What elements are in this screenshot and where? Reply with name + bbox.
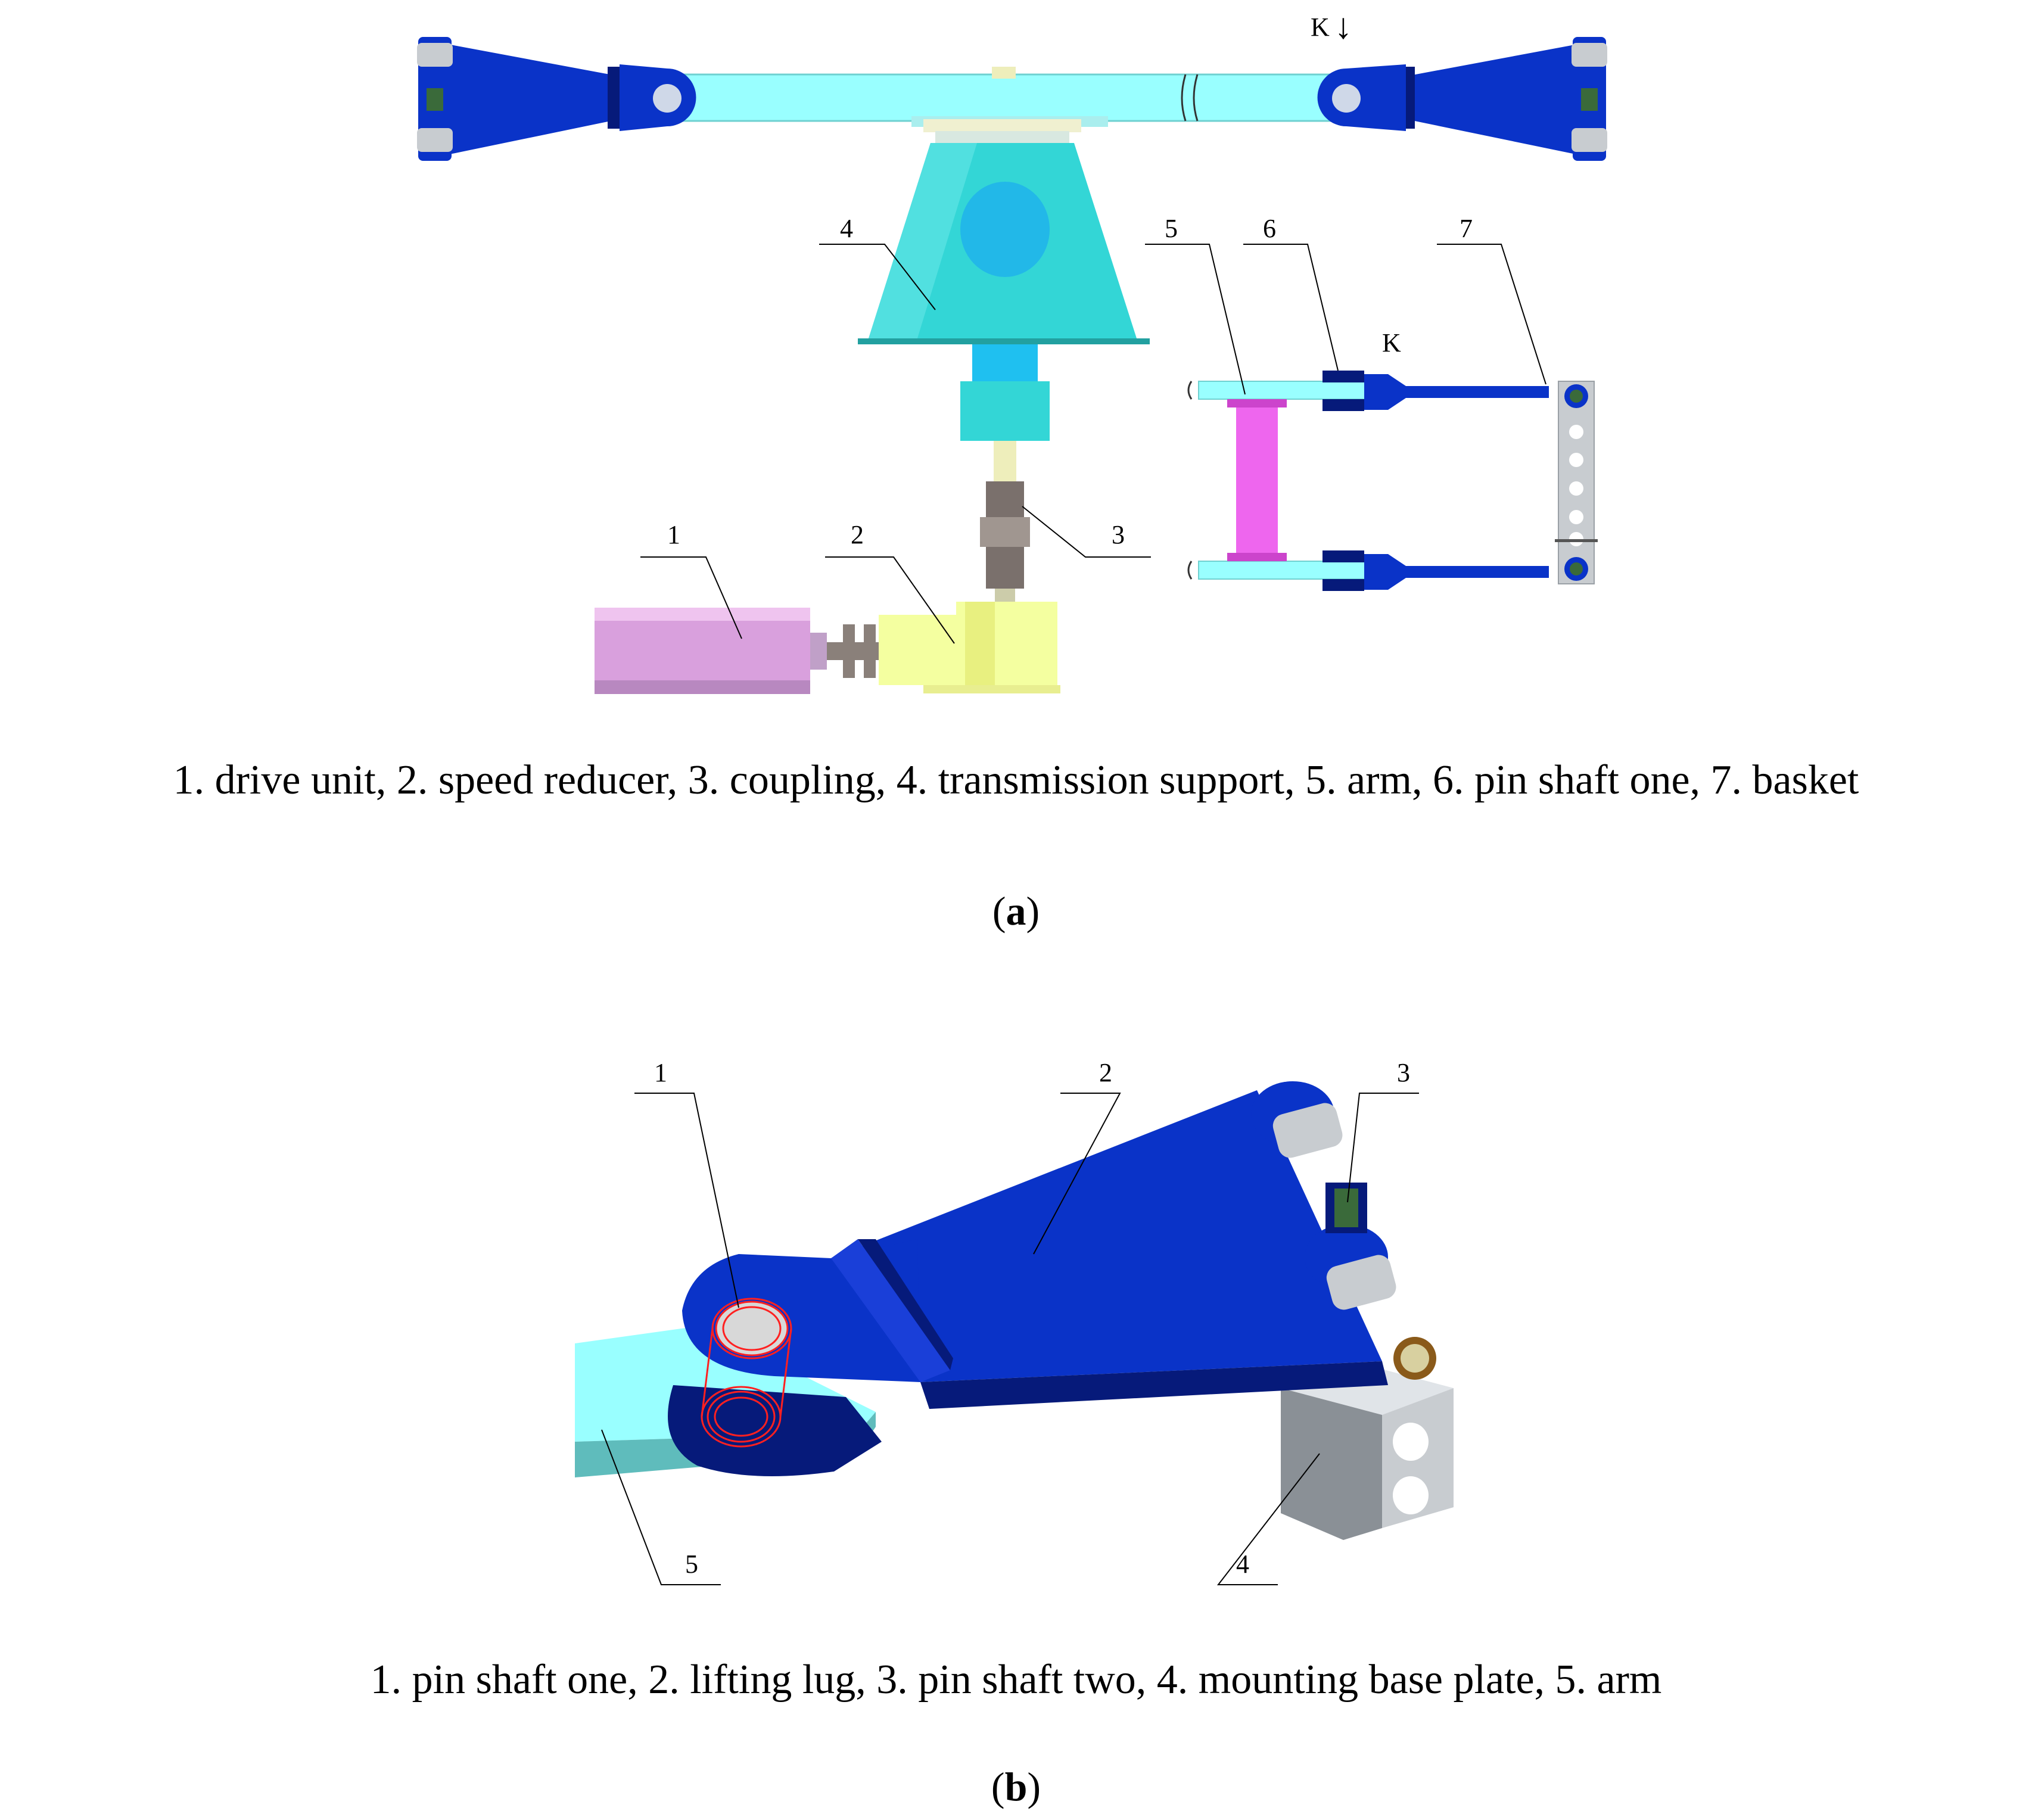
- lifting-lug-b: [668, 1081, 1436, 1476]
- view-marker-k: K: [1311, 13, 1330, 42]
- callout-b-4: 4: [1236, 1550, 1249, 1579]
- figure-b-sublabel: (b): [0, 1763, 2032, 1810]
- transmission-support: [858, 119, 1150, 489]
- figure-b-sublabel-letter: b: [1004, 1764, 1028, 1809]
- speed-reducer: [879, 602, 1060, 693]
- figure-a-legend: 1. drive unit, 2. speed reducer, 3. coup…: [173, 757, 1859, 803]
- figure-a-sublabel: (a): [0, 888, 2032, 935]
- leader-lines-a: [640, 244, 1546, 644]
- callout-a-3: 3: [1112, 520, 1125, 549]
- callout-a-4: 4: [840, 214, 853, 243]
- figure-a-drawing: K ↓: [417, 7, 1607, 694]
- callout-b-5: 5: [685, 1550, 698, 1579]
- figure-b-legend: 1. pin shaft one, 2. lifting lug, 3. pin…: [370, 1657, 1662, 1703]
- callout-a-5: 5: [1165, 214, 1178, 243]
- mounting-base-plate: [1281, 1361, 1454, 1540]
- leader-lines-b: [601, 1093, 1419, 1585]
- coupling: [980, 481, 1030, 603]
- callout-a-6: 6: [1263, 214, 1276, 243]
- figure-b-drawing: 1 2 3 4 5: [575, 1058, 1454, 1585]
- figure-a-sublabel-open: (: [992, 888, 1006, 934]
- view-marker-k-side: K: [1382, 328, 1401, 357]
- callout-a-2: 2: [851, 520, 864, 549]
- view-arrow-icon: ↓: [1334, 7, 1352, 46]
- right-lifting-lug: [1317, 37, 1607, 161]
- drive-unit: [595, 608, 892, 694]
- pin-shaft-one-b: [701, 1298, 792, 1448]
- side-view-arm-basket: [1187, 371, 1598, 591]
- callout-b-2: 2: [1099, 1058, 1112, 1087]
- callout-a-7: 7: [1460, 214, 1473, 243]
- figure-b-sublabel-close: ): [1027, 1764, 1041, 1809]
- main-arm: [672, 73, 1353, 127]
- left-lifting-lug: [417, 37, 696, 161]
- callout-b-1: 1: [654, 1058, 667, 1087]
- callout-a-1: 1: [667, 520, 680, 549]
- callout-b-3: 3: [1397, 1058, 1410, 1087]
- upper-shaft: [992, 67, 1016, 79]
- figure-a-sublabel-letter: a: [1006, 888, 1026, 934]
- figure-a-sublabel-close: ): [1026, 888, 1040, 934]
- figure-b-sublabel-open: (: [991, 1764, 1005, 1809]
